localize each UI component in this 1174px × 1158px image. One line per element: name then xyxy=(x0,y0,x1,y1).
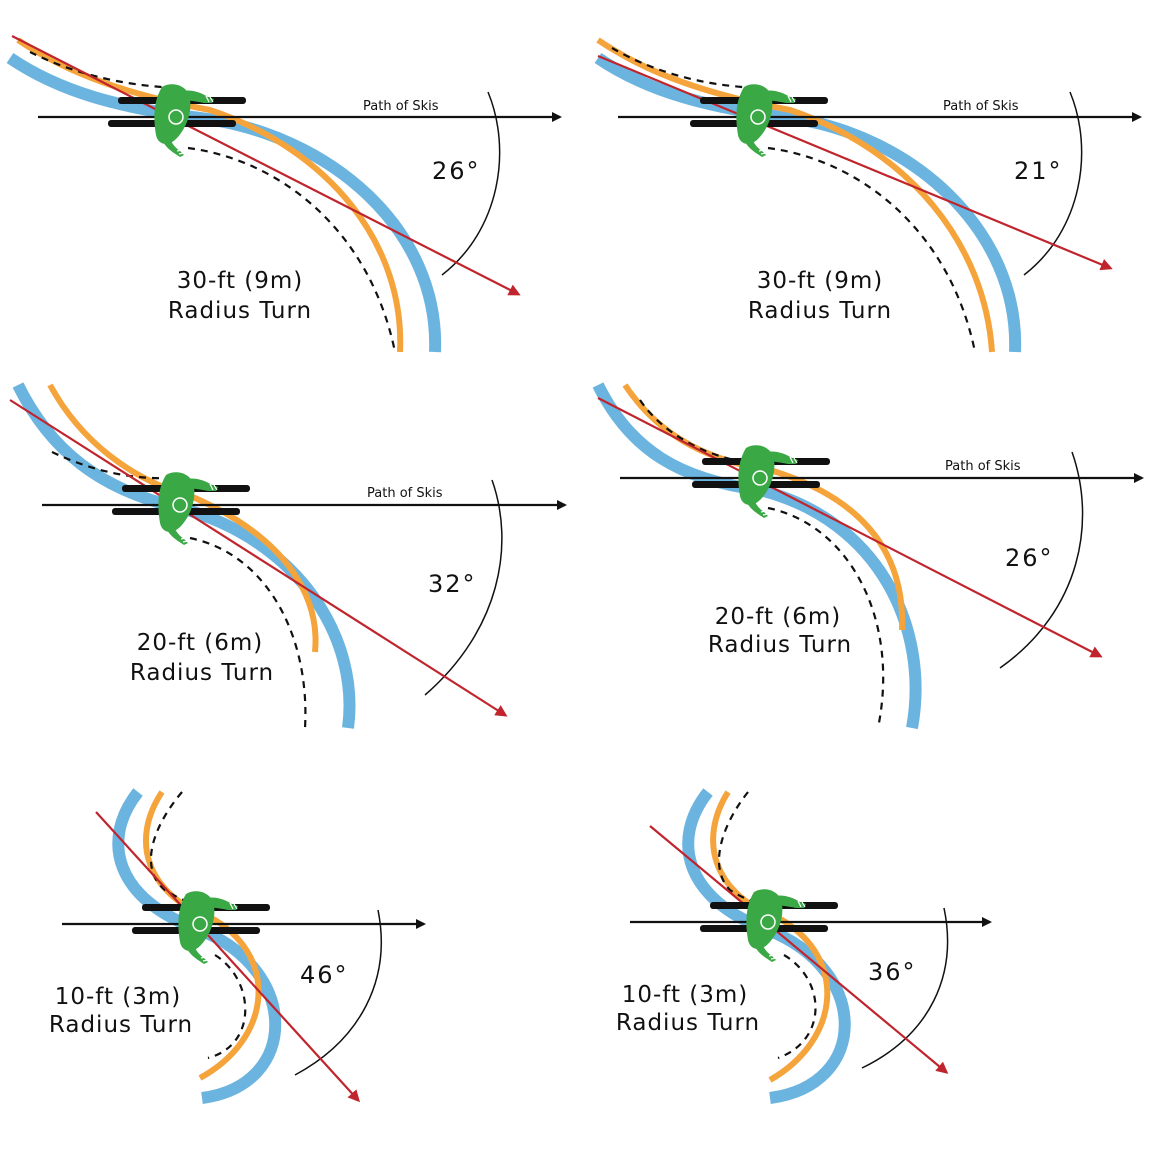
panel-6: 36° 10-ft (3m) Radius Turn xyxy=(616,788,992,1104)
angle-label: 26° xyxy=(1005,544,1054,572)
radius-label: 20-ft (6m) xyxy=(137,630,264,656)
turn-label: Radius Turn xyxy=(168,298,312,324)
dashed-trail-lower xyxy=(207,954,247,1060)
turn-label: Radius Turn xyxy=(708,632,852,658)
path-of-skis-label: Path of Skis xyxy=(945,459,1021,474)
panel-1: Path of Skis 26° 30-ft (9m) Radius Turn xyxy=(6,35,562,353)
angle-arc xyxy=(294,909,382,1076)
path-of-skis-label: Path of Skis xyxy=(943,99,1019,114)
turn-label: Radius Turn xyxy=(130,660,274,686)
radius-label: 20-ft (6m) xyxy=(715,604,842,630)
dashed-trail-upper xyxy=(51,451,176,480)
radius-label: 30-ft (9m) xyxy=(757,268,884,294)
angle-arc xyxy=(441,91,501,276)
radius-label: 30-ft (9m) xyxy=(177,268,304,294)
panel-4: Path of Skis 26° 20-ft (6m) Radius Turn xyxy=(592,382,1144,730)
radius-label: 10-ft (3m) xyxy=(55,984,182,1010)
inner-track xyxy=(47,383,319,653)
inner-track xyxy=(622,383,906,631)
dashed-trail-upper xyxy=(29,51,181,90)
dashed-trail-lower xyxy=(187,146,397,353)
turn-label: Radius Turn xyxy=(616,1010,760,1036)
angle-label: 46° xyxy=(300,961,349,989)
angle-arc xyxy=(424,479,503,696)
outer-track xyxy=(592,382,922,730)
edge-direction-arrow xyxy=(649,825,949,1074)
dashed-trail-upper xyxy=(717,791,771,906)
angle-label: 21° xyxy=(1014,157,1063,185)
radius-label: 10-ft (3m) xyxy=(622,982,749,1008)
panel-3: Path of Skis 32° 20-ft (6m) Radius Turn xyxy=(9,382,567,729)
path-of-skis-label: Path of Skis xyxy=(367,486,443,501)
angle-label: 36° xyxy=(868,958,917,986)
skier-icon xyxy=(111,471,251,546)
dashed-trail-lower xyxy=(189,536,307,729)
inner-track xyxy=(143,790,262,1081)
dashed-trail-lower xyxy=(777,954,817,1060)
dashed-trail-lower xyxy=(767,506,885,729)
angle-label: 26° xyxy=(432,157,481,185)
turn-label: Radius Turn xyxy=(748,298,892,324)
path-of-skis-label: Path of Skis xyxy=(363,99,439,114)
dashed-trail-lower xyxy=(767,146,977,353)
edge-direction-arrow xyxy=(597,54,1113,271)
panel-5: 46° 10-ft (3m) Radius Turn xyxy=(49,788,426,1104)
edge-direction-arrow xyxy=(95,811,361,1103)
angle-arc xyxy=(999,451,1084,669)
edge-direction-arrow xyxy=(11,35,521,296)
skier-icon xyxy=(689,83,829,158)
angle-arc xyxy=(861,907,949,1069)
panel-2: Path of Skis 21° 30-ft (9m) Radius Turn xyxy=(594,37,1142,353)
dashed-trail-upper xyxy=(611,47,761,90)
angle-arc xyxy=(1023,91,1083,276)
turn-label: Radius Turn xyxy=(49,1012,193,1038)
edge-direction-arrow xyxy=(9,399,508,717)
edge-direction-arrow xyxy=(597,397,1103,658)
dashed-trail-upper xyxy=(149,791,206,907)
inner-track xyxy=(710,790,831,1083)
angle-label: 32° xyxy=(428,570,477,598)
